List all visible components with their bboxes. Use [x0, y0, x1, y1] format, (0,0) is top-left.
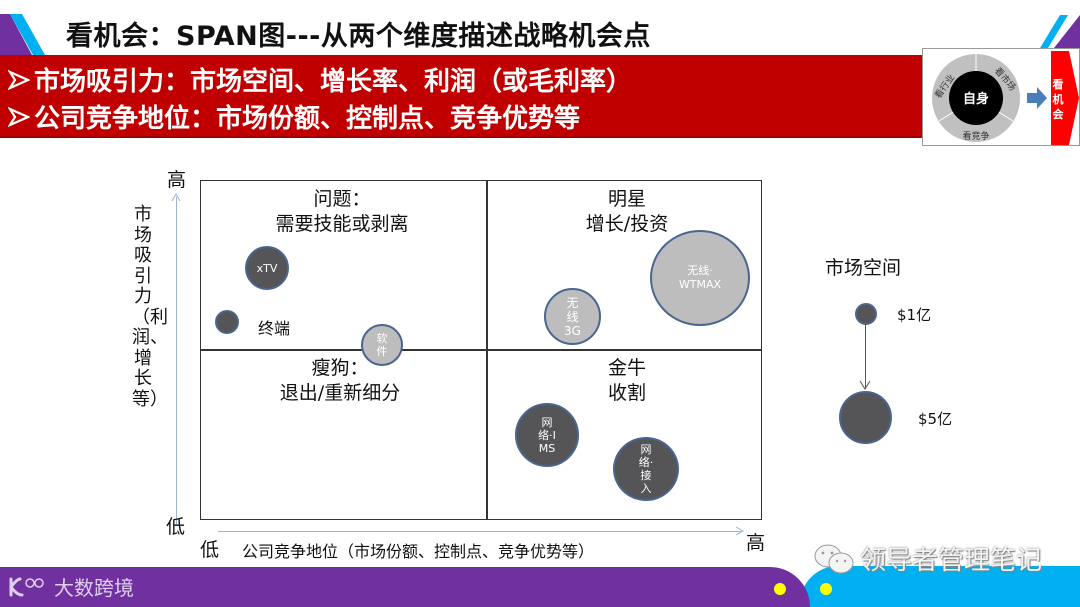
bubble-network-ims[interactable]: 网 络·I MS: [515, 403, 579, 467]
footer-purple-band: [0, 567, 810, 607]
watermark: 领导者管理笔记: [812, 540, 1042, 577]
y-axis-title: 市场吸引力（利润、增长等）: [132, 204, 168, 410]
bubble-wireless-wtmax[interactable]: 无线· WTMAX: [650, 230, 750, 326]
footer-brand: 大数跨境: [8, 572, 134, 601]
arrowhead-bullet-icon: [8, 106, 30, 127]
y-axis-line: [176, 197, 177, 525]
right-arrow-icon: [1027, 87, 1047, 109]
brand-logo-icon: [9, 577, 44, 596]
x-axis-title: 公司竞争地位（市场份额、控制点、竞争优势等）: [242, 542, 595, 561]
matrix-horizontal-divider: [201, 349, 761, 351]
footer-dot-right: [820, 583, 832, 595]
span-matrix: [200, 180, 762, 520]
y-axis-low-label: 低: [166, 516, 186, 538]
arrowhead-bullet-icon: [8, 69, 30, 90]
analysis-ring-diagram: 自身 看行业 看市场 看竞争: [932, 54, 1020, 142]
y-axis-arrow-icon: [171, 193, 181, 202]
x-axis-high-label: 高: [746, 532, 766, 554]
opportunity-label: 看机会: [1052, 78, 1064, 121]
quadrant-dogs: 瘦狗： 退出/重新细分: [279, 357, 401, 404]
bubble-software[interactable]: 软 件: [361, 324, 403, 366]
wechat-icon: [814, 544, 854, 573]
legend-large-value: $5亿: [918, 410, 953, 428]
key-points-banner: 市场吸引力：市场空间、增长率、利润（或毛利率） 公司竞争地位：市场份额、控制点、…: [0, 55, 922, 138]
quadrant-stars: 明星 增长/投资: [585, 188, 669, 235]
quadrant-cash-cows: 金牛 收割: [607, 357, 646, 404]
legend-large-bubble: [839, 391, 892, 444]
bubble-wireless-3g[interactable]: 无 线 3G: [544, 288, 601, 345]
bullet-market-attractiveness: 市场吸引力：市场空间、增长率、利润（或毛利率）: [8, 61, 632, 98]
bullet-competitive-position: 公司竞争地位：市场份额、控制点、竞争优势等: [8, 98, 580, 135]
legend-title: 市场空间: [825, 257, 902, 279]
x-axis-line: [218, 531, 741, 532]
legend-connector-line: [865, 324, 866, 388]
center-self-label: 自身: [963, 91, 989, 107]
bubble-terminal-label: 终端: [258, 319, 291, 338]
x-axis-arrow-icon: [735, 526, 745, 536]
bubble-terminal[interactable]: [215, 310, 239, 334]
legend-down-arrow-icon: [859, 380, 871, 390]
x-axis-low-label: 低: [200, 539, 220, 561]
bubble-network-access[interactable]: 网 络· 接 入: [613, 437, 679, 501]
corner-stripes-decoration: [0, 14, 45, 55]
legend-small-bubble: [855, 303, 877, 325]
corner-stripes-decoration-right: [1040, 15, 1080, 48]
bubble-xtv[interactable]: xTV: [245, 246, 289, 290]
page-title: 看机会：SPAN图---从两个维度描述战略机会点: [66, 21, 651, 52]
footer-blue-band: [800, 566, 1080, 607]
five-looks-mini-diagram: 自身 看行业 看市场 看竞争 看机会: [922, 48, 1080, 146]
opportunity-chevron: [1051, 51, 1079, 145]
quadrant-question-marks: 问题： 需要技能或剥离: [275, 188, 409, 235]
legend-small-value: $1亿: [897, 306, 932, 324]
segment-competition-label: 看竞争: [962, 130, 989, 142]
y-axis-high-label: 高: [167, 169, 187, 191]
footer-dot-left: [774, 583, 786, 595]
